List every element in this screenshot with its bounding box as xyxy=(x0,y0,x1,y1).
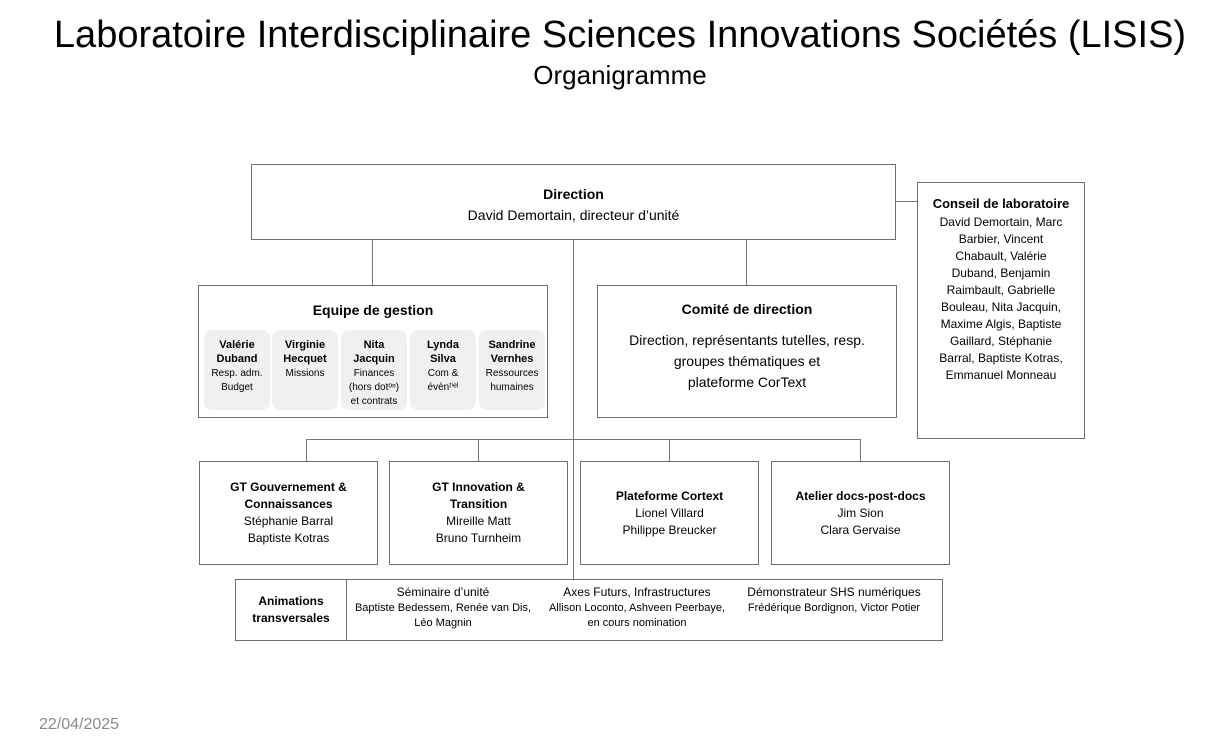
group-title: Transition xyxy=(449,497,508,511)
group-title: GT Innovation & xyxy=(432,480,525,494)
page-subtitle: Organigramme xyxy=(533,60,707,90)
member-last-name: Hecquet xyxy=(283,353,327,365)
group-person: Stéphanie Barral xyxy=(243,514,334,528)
member-card: Virginie Hecquet Missions xyxy=(272,330,338,410)
member-first-name: Lynda xyxy=(427,339,459,351)
conseil-title: Conseil de laboratoire xyxy=(932,196,1070,211)
connector-line xyxy=(372,239,373,285)
connector-line xyxy=(860,439,861,461)
member-last-name: Silva xyxy=(430,353,456,365)
member-role: Budget xyxy=(221,382,253,393)
animations-label: Animations transversales xyxy=(236,580,347,640)
direction-box: Direction David Demortain, directeur d’u… xyxy=(251,164,896,240)
group-box-plateforme-cortext: Plateforme Cortext Lionel Villard Philip… xyxy=(580,461,759,565)
conseil-member-line: Barral, Baptiste Kotras, xyxy=(939,351,1063,365)
group-person: Lionel Villard xyxy=(635,506,704,520)
comite-box: Comité de direction Direction, représent… xyxy=(597,285,897,418)
conseil-member-line: Raimbault, Gabrielle xyxy=(946,283,1056,297)
member-card: Nita Jacquin Finances (hors dotᵒⁿ) et co… xyxy=(341,330,407,410)
equipe-gestion-title: Equipe de gestion xyxy=(312,302,434,318)
conseil-member-line: Maxime Algis, Baptiste xyxy=(940,317,1062,331)
member-role: Missions xyxy=(285,368,325,379)
group-title: GT Gouvernement & xyxy=(230,480,347,494)
member-role: Com & xyxy=(427,368,459,379)
member-last-name: Duband xyxy=(216,353,258,365)
member-first-name: Valérie xyxy=(219,339,255,351)
member-first-name: Nita xyxy=(363,339,385,351)
group-person: Clara Gervaise xyxy=(820,523,901,537)
member-role: et contrats xyxy=(350,396,398,407)
conseil-member-line: Barbier, Vincent xyxy=(958,232,1044,246)
connector-line xyxy=(895,201,917,202)
conseil-member-line: Duband, Benjamin xyxy=(951,266,1051,280)
animation-item: Axes Futurs, Infrastructures Allison Loc… xyxy=(539,584,735,631)
member-role: Resp. adm. xyxy=(211,368,263,379)
connector-line xyxy=(669,439,670,461)
member-role: (hors dotᵒⁿ) xyxy=(348,382,400,393)
member-last-name: Vernhes xyxy=(490,353,534,365)
group-person: Philippe Breucker xyxy=(622,523,717,537)
conseil-member-line: Emmanuel Monneau xyxy=(945,368,1057,382)
animation-title: Séminaire d’unité xyxy=(396,585,490,599)
member-role: Ressources xyxy=(485,368,539,379)
group-person: Baptiste Kotras xyxy=(247,531,330,545)
group-title: Plateforme Cortext xyxy=(615,489,724,503)
conseil-box: Conseil de laboratoire David Demortain, … xyxy=(917,182,1085,439)
conseil-member-line: Gaillard, Stéphanie xyxy=(949,334,1053,348)
group-person: Bruno Turnheim xyxy=(435,531,522,545)
equipe-gestion-box: Equipe de gestion Valérie Duband Resp. a… xyxy=(198,285,548,418)
comite-line: Direction, représentants tutelles, resp. xyxy=(629,332,865,348)
animation-people: Frédérique Bordignon, Victor Potier xyxy=(747,602,921,614)
member-card: Lynda Silva Com & évènᵗⁱᵉˡ xyxy=(410,330,476,410)
animation-title: Axes Futurs, Infrastructures xyxy=(563,585,711,599)
animations-label-line: transversales xyxy=(252,611,330,625)
connector-line xyxy=(573,239,574,580)
group-box-gt-gouvernement: GT Gouvernement & Connaissances Stéphani… xyxy=(199,461,378,565)
conseil-member-line: Chabault, Valérie xyxy=(955,249,1047,263)
animation-item: Séminaire d’unité Baptiste Bedessem, Ren… xyxy=(348,584,538,631)
member-role: évènᵗⁱᵉˡ xyxy=(427,382,459,393)
group-person: Mireille Matt xyxy=(446,514,511,528)
animations-box: Animations transversales Séminaire d’uni… xyxy=(235,579,943,641)
comite-line: groupes thématiques et xyxy=(673,353,821,369)
connector-line xyxy=(306,439,307,461)
animation-people: Allison Loconto, Ashveen Peerbaye, xyxy=(548,602,726,614)
conseil-member-line: David Demortain, Marc xyxy=(939,215,1063,229)
animation-people: Léo Magnin xyxy=(414,617,472,629)
connector-line xyxy=(478,439,479,461)
member-first-name: Sandrine xyxy=(488,339,536,351)
member-card: Valérie Duband Resp. adm. Budget xyxy=(204,330,270,410)
comite-title: Comité de direction xyxy=(681,301,813,317)
group-box-gt-innovation: GT Innovation & Transition Mireille Matt… xyxy=(389,461,568,565)
member-last-name: Jacquin xyxy=(353,353,395,365)
animation-item: Démonstrateur SHS numériques Frédérique … xyxy=(736,584,932,616)
group-box-atelier: Atelier docs-post-docs Jim Sion Clara Ge… xyxy=(771,461,950,565)
member-first-name: Virginie xyxy=(284,339,326,351)
animations-label-line: Animations xyxy=(258,594,324,608)
member-role: humaines xyxy=(490,382,534,393)
conseil-member-line: Bouleau, Nita Jacquin, xyxy=(940,300,1062,314)
connector-line xyxy=(746,239,747,285)
direction-title: Direction xyxy=(543,186,604,202)
member-role: Finances xyxy=(353,368,395,379)
page-title: Laboratoire Interdisciplinaire Sciences … xyxy=(53,14,1187,56)
member-card: Sandrine Vernhes Ressources humaines xyxy=(479,330,545,410)
comite-line: plateforme CorText xyxy=(687,374,807,390)
group-person: Jim Sion xyxy=(837,506,884,520)
connector-line xyxy=(306,439,860,440)
animation-people: Baptiste Bedessem, Renée van Dis, xyxy=(354,602,532,614)
group-title: Atelier docs-post-docs xyxy=(795,489,926,503)
animation-title: Démonstrateur SHS numériques xyxy=(747,585,921,599)
direction-person: David Demortain, directeur d’unité xyxy=(467,207,680,223)
slide-date: 22/04/2025 xyxy=(39,716,120,733)
group-title: Connaissances xyxy=(244,497,333,511)
animation-people: en cours nomination xyxy=(587,617,687,629)
